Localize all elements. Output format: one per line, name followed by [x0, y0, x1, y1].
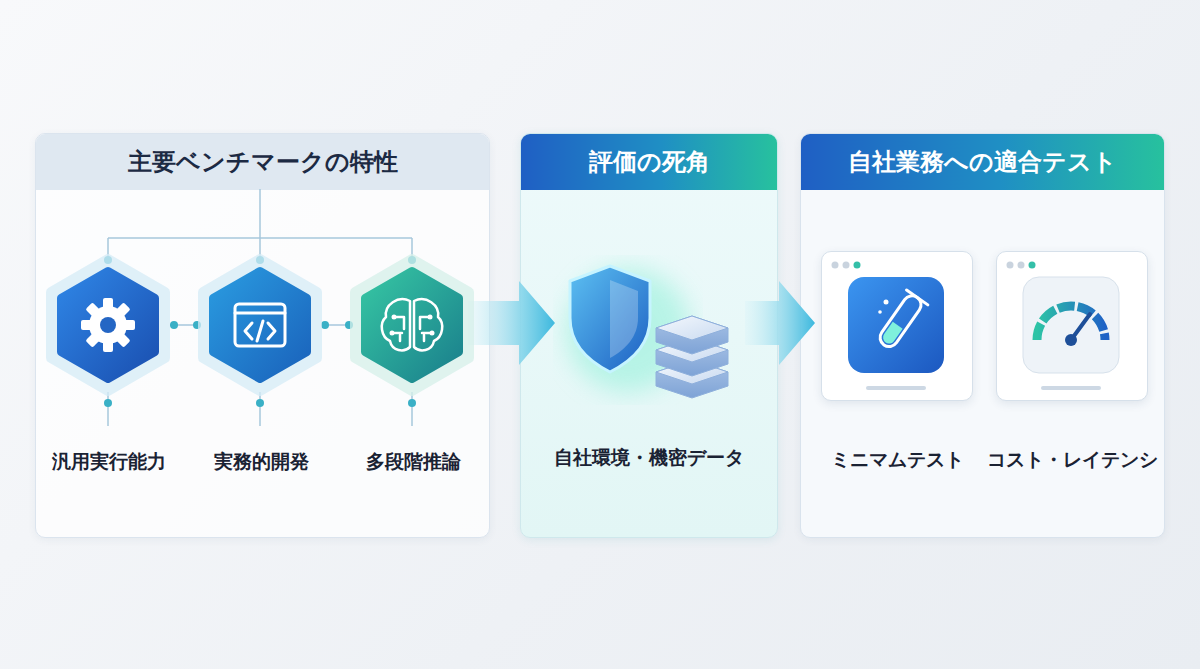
- node-label: 実務的開発: [214, 449, 309, 475]
- node-label: 汎用実行能力: [52, 449, 166, 475]
- header-band: 自社業務への適合テスト: [801, 134, 1164, 190]
- hexagon-node: 多段階推論: [353, 263, 473, 475]
- card-node: ミニマムテスト: [821, 251, 973, 473]
- icon-card: [996, 251, 1148, 401]
- node-label: コスト・レイテンシ: [987, 447, 1158, 473]
- panel-label: 自社環境・機密データ: [554, 445, 744, 471]
- panel-body: [36, 190, 489, 537]
- panel: 評価の死角自社環境・機密データ: [520, 133, 778, 538]
- panel: 主要ベンチマークの特性汎用実行能力 実務的開発 多段階推論: [35, 133, 490, 538]
- header-band: 主要ベンチマークの特性: [36, 134, 489, 190]
- node-label: ミニマムテスト: [831, 447, 964, 473]
- hexagon-node: 実務的開発: [201, 263, 321, 475]
- panel-heading: 評価の死角: [589, 146, 710, 178]
- icon-card: [821, 251, 973, 401]
- header-band: 評価の死角: [521, 134, 777, 190]
- hexagon-node: 汎用実行能力: [48, 263, 170, 475]
- panel-heading: 主要ベンチマークの特性: [128, 146, 398, 178]
- panel: 自社業務への適合テストミニマムテストコスト・レイテンシ: [800, 133, 1165, 538]
- panel-heading: 自社業務への適合テスト: [848, 146, 1117, 178]
- card-node: コスト・レイテンシ: [983, 251, 1162, 473]
- panel-body: [521, 190, 777, 445]
- node-label: 多段階推論: [366, 449, 461, 475]
